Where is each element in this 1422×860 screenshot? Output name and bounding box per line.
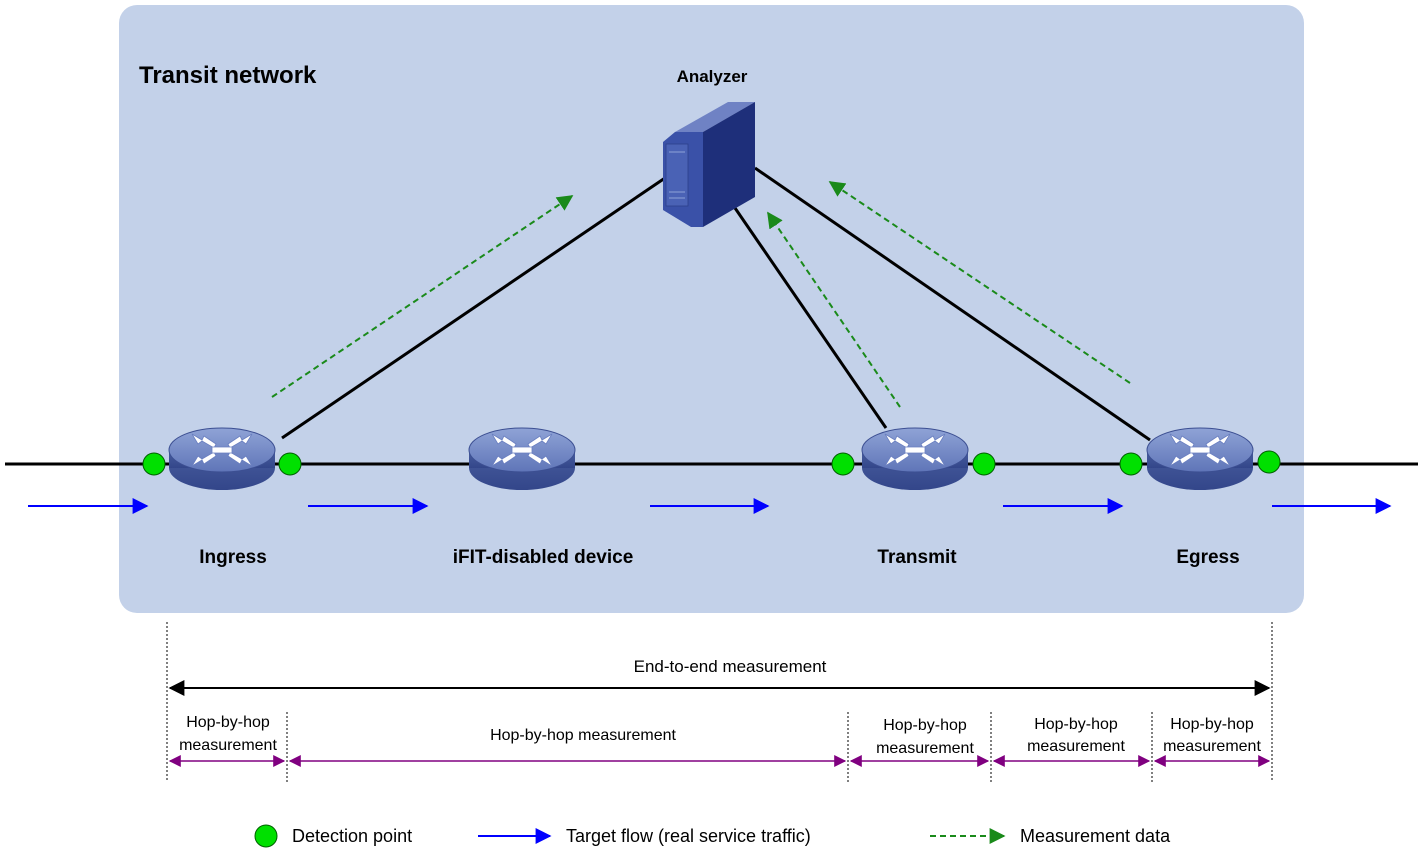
server-icon <box>663 102 755 227</box>
hop-label: Hop-by-hop measurement <box>490 727 676 744</box>
measurement-boundaries <box>166 622 1273 782</box>
analyzer-label: Analyzer <box>677 67 748 86</box>
transit-network-title: Transit network <box>139 62 317 89</box>
hop-label: measurement <box>179 737 277 754</box>
analyzer-link-ingress <box>281 176 666 440</box>
router-icon-transmit <box>861 427 969 491</box>
legend-detection-point-label: Detection point <box>292 826 412 846</box>
router-icon-egress <box>1146 427 1254 491</box>
router-icon-ingress <box>168 427 276 491</box>
legend-target-flow-label: Target flow (real service traffic) <box>566 826 811 846</box>
hop-label: Hop-by-hop <box>883 717 967 734</box>
device-label-transmit: Transmit <box>877 547 957 568</box>
detection-point <box>1257 450 1281 474</box>
hop-label: Hop-by-hop <box>1170 716 1254 733</box>
measurement-data-arrow-ingress <box>271 195 574 398</box>
analyzer-link-transmit <box>733 207 888 429</box>
analyzer-link-egress <box>754 166 1151 442</box>
transit-network-area <box>119 5 1304 613</box>
detection-point <box>972 452 996 476</box>
detection-point <box>831 452 855 476</box>
legend-measurement-data-label: Measurement data <box>1020 826 1171 846</box>
hop-label: measurement <box>1163 738 1261 755</box>
hop-label: Hop-by-hop <box>186 714 270 731</box>
measurement-data-arrow-egress <box>828 181 1131 384</box>
legend-detection-point-icon <box>254 824 278 848</box>
hop-label: measurement <box>1027 738 1125 755</box>
detection-point <box>278 452 302 476</box>
device-label-ingress: Ingress <box>199 547 267 568</box>
measurement-data-arrow-transmit <box>767 211 901 408</box>
device-label-ifit-disabled: iFIT-disabled device <box>453 547 634 568</box>
router-icon-ifit-disabled <box>468 427 576 491</box>
detection-points <box>142 450 1281 476</box>
device-label-egress: Egress <box>1176 547 1239 568</box>
hop-label: Hop-by-hop <box>1034 716 1118 733</box>
detection-point <box>1119 452 1143 476</box>
end-to-end-label: End-to-end measurement <box>634 657 827 676</box>
detection-point <box>142 452 166 476</box>
hop-label: measurement <box>876 740 974 757</box>
legend: Detection point Target flow (real servic… <box>254 824 1171 848</box>
